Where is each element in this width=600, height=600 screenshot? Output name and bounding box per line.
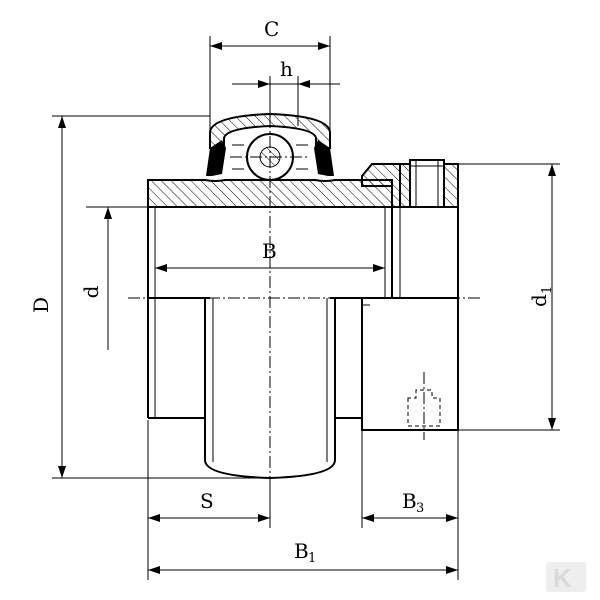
label-b1-main: B xyxy=(294,539,309,563)
label-b3-main: B xyxy=(402,489,417,513)
label-c: C xyxy=(264,17,279,41)
seal xyxy=(206,140,334,176)
watermark-logo: K xyxy=(546,562,586,593)
label-b1-sub: 1 xyxy=(308,551,316,566)
label-b1: B 1 xyxy=(294,539,316,566)
watermark-text: K xyxy=(553,563,572,593)
shaft xyxy=(204,297,362,480)
label-b: B xyxy=(262,239,277,263)
label-b3-sub: 3 xyxy=(416,501,424,516)
label-d-bore: d xyxy=(79,285,103,298)
label-d1-main: d xyxy=(527,294,551,307)
collar xyxy=(361,207,459,440)
inner-ring-section xyxy=(147,163,401,208)
label-h: h xyxy=(280,57,293,81)
label-b3: B 3 xyxy=(402,489,424,516)
label-d1-sub: 1 xyxy=(540,286,555,294)
dimension-lines xyxy=(58,42,556,574)
label-d-outer: D xyxy=(29,297,53,313)
label-s: S xyxy=(200,489,214,513)
set-screw xyxy=(399,159,459,208)
centerlines xyxy=(128,76,480,480)
label-d1: d 1 xyxy=(527,286,555,307)
